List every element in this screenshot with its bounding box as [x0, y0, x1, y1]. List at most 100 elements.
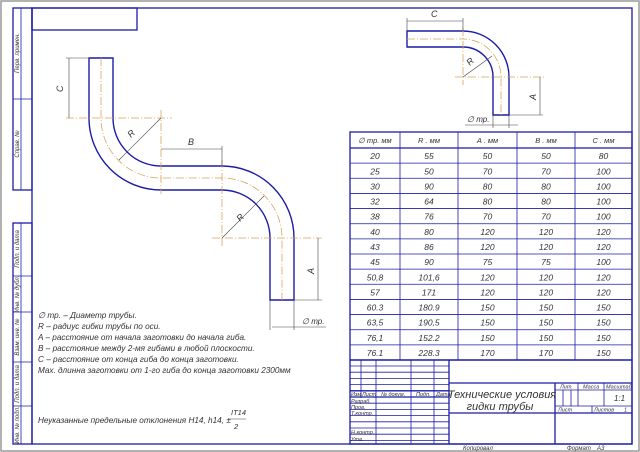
table-cell: 170 — [539, 348, 553, 358]
table-cell: 76 — [424, 212, 434, 222]
table-header: ∅ тр. мм — [358, 136, 391, 145]
dim-b-label: B — [188, 137, 194, 147]
table-cell: 150 — [539, 333, 553, 343]
lit-label: Лит. — [559, 385, 573, 391]
table-cell: 120 — [539, 242, 553, 252]
table-cell: 150 — [539, 318, 553, 328]
table-cell: 32 — [370, 197, 380, 207]
col-label: Дата — [435, 392, 451, 398]
scale-label: Масштаб — [606, 385, 633, 391]
table-cell: 150 — [596, 348, 610, 358]
document-title-line2: гидки трубы — [467, 401, 534, 413]
table-cell: 120 — [596, 272, 610, 282]
table-cell: 25 — [369, 166, 380, 176]
table-cell: 80 — [483, 181, 493, 191]
table-cell: 86 — [424, 242, 434, 252]
table-cell: 50 — [483, 151, 493, 161]
table-cell: 150 — [480, 333, 494, 343]
table-cell: 38 — [370, 212, 380, 222]
notes: ∅ тр. – Диаметр трубы. R – радиус гибки … — [37, 311, 291, 431]
tolerance-numerator: IT14 — [231, 408, 246, 417]
table-cell: 170 — [480, 348, 494, 358]
table-cell: 171 — [422, 287, 436, 297]
table-cell: 76,1 — [367, 333, 384, 343]
scale-value: 1:1 — [614, 394, 625, 403]
table-cell: 43 — [370, 242, 380, 252]
role-label: Утв. — [350, 437, 364, 443]
table-cell: 120 — [539, 272, 553, 282]
col-label: Изм — [351, 392, 361, 398]
col-label: Лист — [361, 392, 377, 398]
sheet-label: Лист — [557, 408, 573, 414]
stamp-label: Подп. и дата — [15, 230, 21, 268]
dim-c-label: C — [55, 85, 65, 92]
note-line: R – радиус гибки трубы по оси. — [38, 322, 161, 331]
sheets-count: 1 — [624, 408, 627, 414]
table-cell: 75 — [483, 257, 493, 267]
table-cell: 57 — [370, 287, 380, 297]
table-cell: 50 — [541, 151, 551, 161]
table-cell: 120 — [596, 242, 610, 252]
sheets-label: Листов — [593, 408, 614, 414]
stamp-label: Инв. № подл. — [14, 406, 21, 443]
stamp-label: Справ. № — [14, 130, 21, 158]
table-cell: 120 — [539, 287, 553, 297]
table-cell: 80 — [541, 197, 551, 207]
role-label: Разраб. — [351, 399, 371, 405]
role-label: Н.контр. — [351, 430, 374, 436]
col-label: Подп. — [416, 392, 431, 398]
table-cell: 150 — [596, 318, 610, 328]
table-cell: 75 — [541, 257, 551, 267]
note-line: B – расстояние между 2-мя гибами в любой… — [38, 344, 255, 353]
table-cell: 120 — [596, 227, 610, 237]
table-cell: 30 — [370, 181, 380, 191]
table-cell: 120 — [480, 242, 494, 252]
table-cell: 70 — [483, 212, 493, 222]
table-cell: 76.1 — [367, 348, 384, 358]
table-header: A . мм — [476, 136, 498, 145]
table-cell: 150 — [480, 303, 494, 313]
table-cell: 120 — [480, 287, 494, 297]
l-pipe-view: C R A ∅ тр. — [406, 9, 545, 128]
table-cell: 90 — [424, 257, 434, 267]
table-cell: 60.3 — [367, 303, 384, 313]
table-cell: 228.3 — [417, 348, 440, 358]
table-cell: 20 — [369, 151, 380, 161]
table-cell: 120 — [539, 227, 553, 237]
table-cell: 50 — [424, 166, 434, 176]
dim-diameter-label: ∅ тр. — [467, 115, 489, 124]
table-cell: 64 — [424, 197, 434, 207]
table-cell: 50,8 — [367, 272, 384, 282]
table-cell: 180.9 — [418, 303, 440, 313]
side-stamp: Перв. примен. Справ. № Подп. и дата Инв.… — [12, 7, 33, 445]
stamp-label: Инв. № дубл. — [14, 276, 21, 313]
table-cell: 80 — [483, 197, 493, 207]
tolerance-denominator: 2 — [233, 422, 239, 431]
dim-a-label: A — [306, 268, 316, 275]
table-cell: 80 — [424, 227, 434, 237]
tolerance-note: Неуказанные предельные отклонения H14, h… — [38, 416, 231, 425]
mass-label: Масса — [583, 385, 599, 391]
dim-diameter-label: ∅ тр. — [302, 317, 324, 326]
table-cell: 150 — [596, 333, 610, 343]
table-header: R . мм — [418, 136, 440, 145]
table-cell: 120 — [596, 287, 610, 297]
document-title-line1: Технические условия — [448, 389, 557, 401]
stamp-label: Перв. примен. — [15, 33, 21, 73]
format-label: Формат — [567, 446, 591, 452]
role-label: Пров. — [351, 405, 366, 411]
table-cell: 100 — [596, 197, 610, 207]
copied-label: Копировал — [463, 446, 493, 452]
col-label: № докум. — [381, 392, 405, 398]
table-cell: 190,5 — [418, 318, 440, 328]
table-cell: 70 — [483, 166, 493, 176]
table-cell: 70 — [541, 166, 551, 176]
table-cell: 80 — [541, 181, 551, 191]
format-value: A3 — [596, 446, 605, 452]
table-cell: 120 — [480, 227, 494, 237]
table-cell: 150 — [539, 303, 553, 313]
table-cell: 63,5 — [367, 318, 384, 328]
table-header: B . мм — [535, 136, 557, 145]
